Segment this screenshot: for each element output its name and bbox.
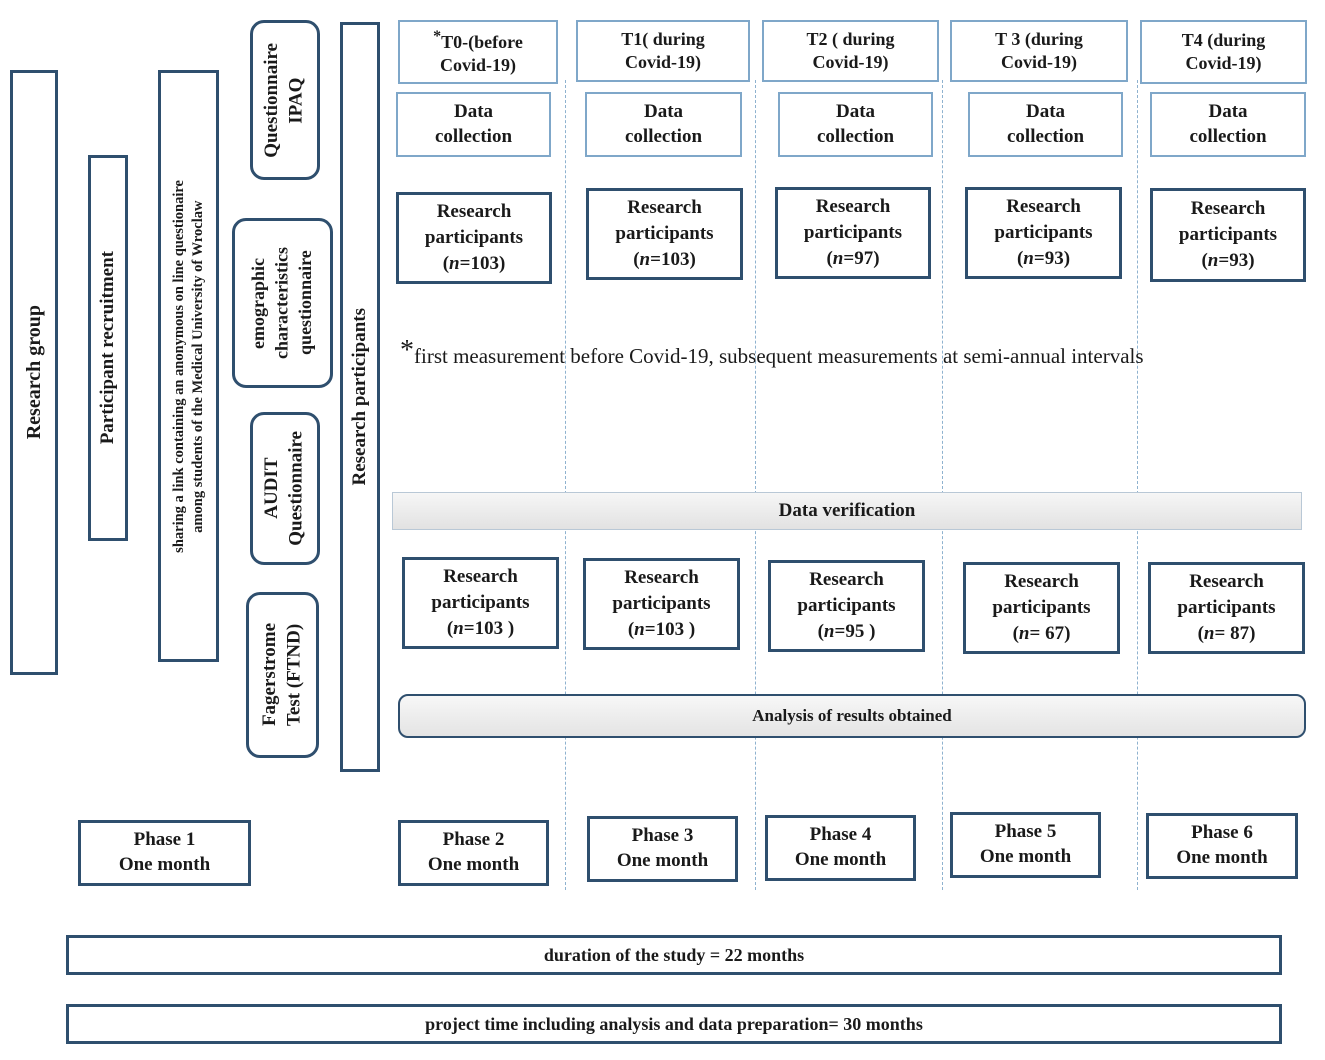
timepoint-label: T 3 (during Covid-19) (995, 28, 1083, 72)
column-separator (942, 80, 943, 890)
column-separator (1137, 80, 1138, 890)
phase-label: Phase 3 One month (616, 825, 709, 871)
participants-count: (n=103 ) (627, 618, 696, 640)
participants-count: (n=103) (442, 252, 506, 274)
fagerstrome-test-box: Fagerstrome Test (FTND) (246, 592, 319, 758)
column-separator (755, 80, 756, 890)
t0-star: * (433, 27, 442, 45)
study-duration-bar: duration of the study = 22 months (66, 935, 1282, 975)
participants-t0-initial: Research participants (n=103) (396, 192, 552, 284)
research-participants-column: Research participants (340, 22, 380, 772)
participants-label: Research participants (1177, 571, 1276, 619)
sharing-link-box: sharing a link containing an anonymous o… (158, 70, 219, 662)
participants-t1-initial: Research participants (n=103) (586, 188, 743, 280)
note-text: first measurement before Covid-19, subse… (414, 344, 1144, 368)
demographic-questionnaire-label: emographic characteristics questionnaire (248, 247, 316, 359)
phase-3-box: Phase 3 One month (587, 816, 738, 882)
fagerstrome-test-label: Fagerstrome Test (FTND) (258, 623, 305, 727)
participants-label: Research participants (431, 566, 530, 614)
participants-label: Research participants (612, 567, 711, 615)
data-collection-t0: Data collection (396, 92, 551, 157)
phase-label: Phase 5 One month (979, 821, 1072, 867)
participants-count: (n=97) (826, 247, 880, 269)
study-duration-label: duration of the study = 22 months (543, 944, 805, 965)
measurement-note: *first measurement before Covid-19, subs… (400, 335, 1144, 369)
data-collection-t4: Data collection (1150, 92, 1306, 157)
timepoint-label: T1( during Covid-19) (621, 28, 705, 72)
phase-6-box: Phase 6 One month (1146, 813, 1298, 879)
project-time-bar: project time including analysis and data… (66, 1004, 1282, 1044)
data-collection-t2: Data collection (778, 92, 933, 157)
data-collection-t1: Data collection (585, 92, 742, 157)
participants-t4-initial: Research participants (n=93) (1150, 188, 1306, 282)
research-group-box: Research group (10, 70, 58, 675)
note-star: * (400, 335, 414, 366)
participants-t1-verified: Research participants (n=103 ) (583, 558, 740, 650)
participants-label: Research participants (992, 571, 1091, 619)
data-collection-label: Data collection (1006, 100, 1085, 147)
phase-label: Phase 2 One month (427, 829, 520, 875)
timepoint-label: T0-(before Covid-19) (440, 31, 523, 75)
participants-count: (n= 67) (1012, 622, 1071, 644)
research-participants-label: Research participants (349, 308, 370, 486)
data-collection-label: Data collection (816, 100, 895, 147)
phase-label: Phase 6 One month (1176, 822, 1268, 868)
participants-count: (n=95 ) (817, 620, 876, 642)
participants-t4-verified: Research participants (n= 87) (1148, 562, 1305, 654)
participants-count: (n=93) (1201, 249, 1255, 271)
data-collection-label: Data collection (1189, 100, 1267, 147)
questionnaire-ipaq-label: Questionnaire IPAQ (261, 42, 307, 158)
timepoint-header-t1: T1( during Covid-19) (576, 20, 750, 82)
questionnaire-ipaq-box: Questionnaire IPAQ (250, 20, 320, 180)
research-group-label: Research group (22, 305, 45, 440)
participant-recruitment-box: Participant recruitment (88, 155, 128, 541)
audit-questionnaire-label: AUDIT Questionnaire (261, 431, 307, 546)
sharing-link-label: sharing a link containing an anonymous o… (170, 179, 206, 553)
participants-count: (n=93) (1016, 247, 1071, 269)
data-verification-bar: Data verification (392, 492, 1302, 530)
analysis-label: Analysis of results obtained (752, 706, 952, 725)
timepoint-label: T4 (during Covid-19) (1181, 29, 1266, 73)
phase-2-box: Phase 2 One month (398, 820, 549, 886)
participants-count: (n=103) (633, 248, 696, 270)
phase-label: Phase 4 One month (794, 824, 887, 870)
phase-5-box: Phase 5 One month (950, 812, 1101, 878)
data-verification-label: Data verification (778, 500, 916, 521)
timepoint-header-t4: T4 (during Covid-19) (1140, 20, 1307, 84)
audit-questionnaire-box: AUDIT Questionnaire (250, 412, 320, 565)
demographic-questionnaire-box: emographic characteristics questionnaire (232, 218, 333, 388)
phase-label: Phase 1 One month (118, 829, 211, 875)
phase-1-box: Phase 1 One month (78, 820, 251, 886)
timepoint-header-t2: T2 ( during Covid-19) (762, 20, 939, 82)
participant-recruitment-label: Participant recruitment (97, 251, 118, 445)
participants-label: Research participants (424, 201, 524, 249)
participants-label: Research participants (797, 569, 896, 617)
data-collection-label: Data collection (434, 100, 513, 147)
phase-4-box: Phase 4 One month (765, 815, 916, 881)
participants-count: (n=103 ) (446, 617, 515, 639)
participants-label: Research participants (994, 196, 1093, 244)
timepoint-label: T2 ( during Covid-19) (806, 28, 895, 72)
timepoint-header-t3: T 3 (during Covid-19) (950, 20, 1128, 82)
participants-t2-initial: Research participants (n=97) (775, 187, 931, 279)
participants-t0-verified: Research participants (n=103 ) (402, 557, 559, 649)
participants-label: Research participants (803, 196, 903, 244)
data-collection-t3: Data collection (968, 92, 1123, 157)
participants-count: (n= 87) (1197, 622, 1256, 644)
participants-t3-verified: Research participants (n= 67) (963, 562, 1120, 654)
project-time-label: project time including analysis and data… (425, 1013, 923, 1034)
data-collection-label: Data collection (624, 100, 703, 147)
timepoint-header-t0: *T0-(before Covid-19) (398, 20, 558, 84)
participants-label: Research participants (1178, 198, 1278, 246)
participants-t2-verified: Research participants (n=95 ) (768, 560, 925, 652)
column-separator (565, 80, 566, 890)
participants-label: Research participants (615, 197, 714, 245)
participants-t3-initial: Research participants (n=93) (965, 187, 1122, 279)
analysis-bar: Analysis of results obtained (398, 694, 1306, 738)
